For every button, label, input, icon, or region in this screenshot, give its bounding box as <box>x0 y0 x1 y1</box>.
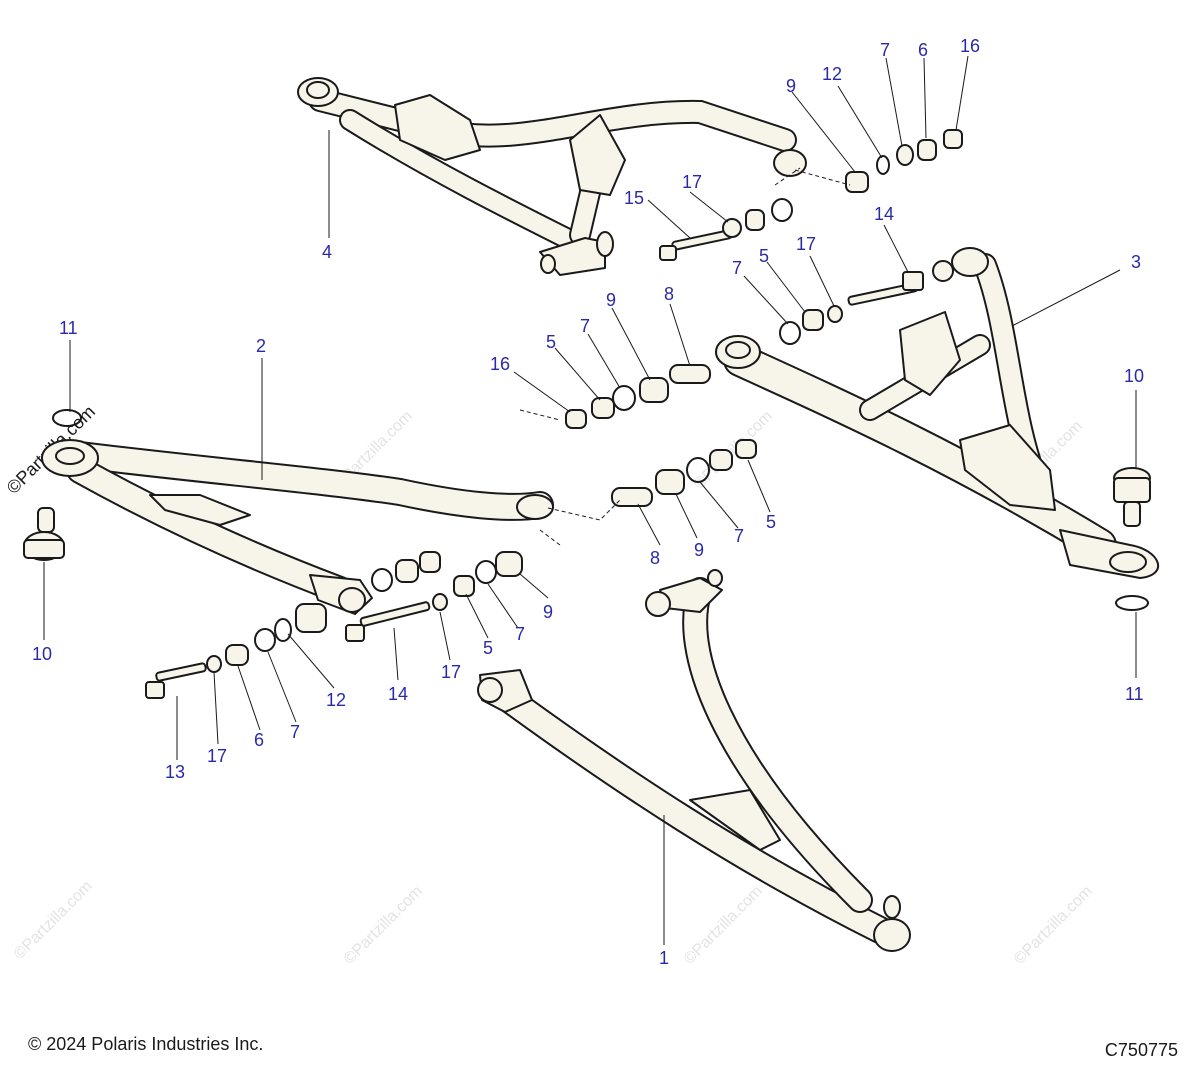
callout-14: 14 <box>388 684 408 704</box>
callout-7: 7 <box>290 722 300 742</box>
callout-8: 8 <box>664 284 674 304</box>
callout-7: 7 <box>734 526 744 546</box>
assembly-lines <box>519 167 851 546</box>
a-arm-part-2 <box>41 439 554 615</box>
watermark: ©Partzilla.com <box>341 883 426 968</box>
callout-6: 6 <box>918 40 928 60</box>
callout-7: 7 <box>880 40 890 60</box>
callout-7: 7 <box>732 258 742 278</box>
a-arm-part-3 <box>715 247 1160 579</box>
callout-15: 15 <box>624 188 644 208</box>
callout-17: 17 <box>207 746 227 766</box>
watermark: ©Partzilla.com <box>11 878 96 963</box>
callout-5: 5 <box>483 638 493 658</box>
drawing-number: C750775 <box>1104 1040 1178 1060</box>
callout-5: 5 <box>766 512 776 532</box>
callout-11: 11 <box>59 318 78 338</box>
callout-3: 3 <box>1131 252 1141 272</box>
callouts: 1 2 3 4 5 5 5 5 6 6 7 7 7 7 7 7 8 8 9 9 … <box>32 36 1144 968</box>
callout-9: 9 <box>606 290 616 310</box>
callout-7: 7 <box>515 624 525 644</box>
callout-14: 14 <box>874 204 894 224</box>
callout-8: 8 <box>650 548 660 568</box>
watermark: ©Partzilla.com <box>1011 883 1096 968</box>
callout-16: 16 <box>490 354 510 374</box>
hardware <box>145 129 963 699</box>
ball-joint-left <box>23 507 65 561</box>
callout-10: 10 <box>32 644 52 664</box>
callout-2: 2 <box>256 336 266 356</box>
callout-6: 6 <box>254 730 264 750</box>
callout-9: 9 <box>543 602 553 622</box>
callout-9: 9 <box>786 76 796 96</box>
a-arm-part-1 <box>477 569 911 952</box>
callout-17: 17 <box>441 662 461 682</box>
watermarks: ©Partzilla.com ©Partzilla.com ©Partzilla… <box>11 408 1096 968</box>
callout-4: 4 <box>322 242 332 262</box>
watermark: ©Partzilla.com <box>681 883 766 968</box>
leader-lines <box>43 55 1137 945</box>
copyright-notice: © 2024 Polaris Industries Inc. <box>28 1034 264 1054</box>
callout-11: 11 <box>1125 684 1144 704</box>
callout-10: 10 <box>1124 366 1144 386</box>
callout-13: 13 <box>165 762 185 782</box>
callout-1: 1 <box>659 948 669 968</box>
callout-5: 5 <box>759 246 769 266</box>
callout-9: 9 <box>694 540 704 560</box>
retaining-ring-right <box>1115 595 1149 611</box>
callout-12: 12 <box>822 64 842 84</box>
callout-16: 16 <box>960 36 980 56</box>
callout-17: 17 <box>682 172 702 192</box>
a-arm-part-4 <box>297 77 807 276</box>
callout-17: 17 <box>796 234 816 254</box>
callout-7: 7 <box>580 316 590 336</box>
callout-12: 12 <box>326 690 346 710</box>
callout-5: 5 <box>546 332 556 352</box>
retaining-ring-left <box>52 409 82 427</box>
ball-joint-right <box>1113 467 1151 527</box>
